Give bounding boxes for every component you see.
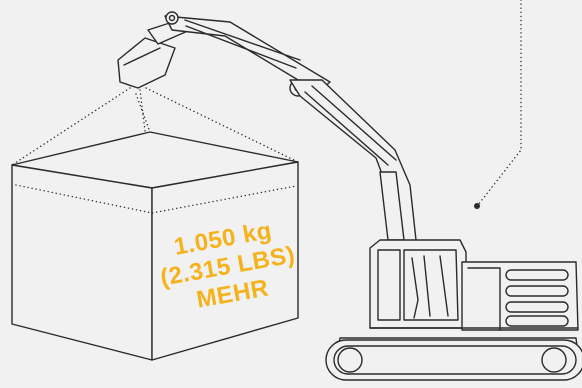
pointer-dotted-line <box>478 0 521 205</box>
pointer-dot <box>474 203 480 209</box>
